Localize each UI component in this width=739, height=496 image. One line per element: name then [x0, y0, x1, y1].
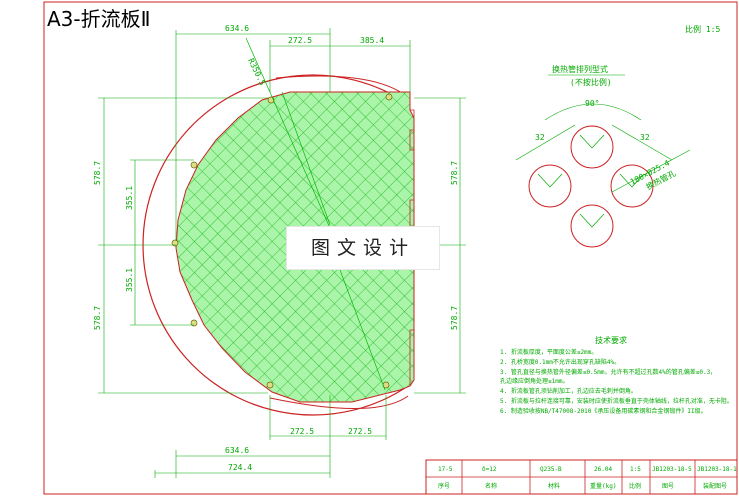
- tb-r1-c3: Q235-B: [540, 466, 562, 473]
- tb-r1-c2: δ=12: [482, 466, 497, 473]
- tie-rod-hole: [385, 93, 393, 101]
- tube-hole-top: [570, 125, 614, 169]
- tie-rod-hole: [171, 239, 179, 247]
- tb-r2-c4: 重量(kg): [590, 482, 616, 490]
- notes-heading: 技术要求: [595, 335, 627, 345]
- baffle-step-edge: [409, 109, 415, 386]
- dim-left-inner-upper: 355.1: [125, 186, 134, 210]
- dim-bottom-272a: 272.5: [290, 427, 314, 436]
- tb-r2-c5: 比例: [629, 482, 641, 490]
- detail-angle: 90°: [585, 99, 599, 108]
- dim-bottom-724: 724.4: [228, 463, 252, 472]
- tb-r2-c6: 图号: [662, 483, 674, 490]
- dim-bottom-272b: 272.5: [348, 427, 372, 436]
- note-4: 4. 折流板管孔须钻削加工，孔边应去毛刺并倒角。: [500, 387, 637, 395]
- watermark-box: 图文设计: [286, 226, 440, 270]
- note-3: 3. 管孔直径与换热管外径偏差≤0.5mm，允许有不超过孔数4%的管孔偏差≤0.…: [500, 368, 716, 376]
- tie-rod-hole: [190, 319, 198, 327]
- dimension-lines: [98, 28, 466, 478]
- shell-arc-bottom: [269, 395, 409, 410]
- dim-left-upper: 578.7: [93, 161, 102, 185]
- tube-layout-detail: 换热管排列型式 (不按比例) 90° 32 32 180×Ø25.4 换热管孔: [515, 64, 691, 248]
- tb-r1-c7: JB1203-18-1: [697, 466, 737, 473]
- watermark-text: 图文设计: [310, 237, 415, 259]
- dim-top-385: 385.4: [360, 36, 384, 45]
- center-lines: [245, 37, 386, 391]
- detail-subheading: (不按比例): [570, 77, 612, 87]
- tb-r1-c5: 1:5: [630, 466, 641, 473]
- note-5: 5. 折流板与拉杆连接可靠，安装时应使折流板垂直于壳体轴线，拉杆孔对准，无卡阻。: [500, 397, 733, 405]
- detail-pitch-right: 32: [640, 133, 650, 142]
- title-block: 17-5 δ=12 Q235-B 26.04 1:5 JB1203-18-5 J…: [425, 459, 738, 495]
- tb-r1-c1: 17-5: [438, 466, 453, 473]
- dim-top-634: 634.6: [225, 24, 249, 33]
- dim-left-inner-lower: 355.1: [125, 268, 134, 292]
- tb-r2-c7: 装配图号: [703, 482, 727, 490]
- tb-r1-c4: 26.04: [594, 466, 612, 473]
- note-6: 6. 制造验收按NB/T47008-2010《承压设备用碳素钢和合金钢锻件》II…: [500, 407, 707, 415]
- dim-diag: R350.5: [246, 57, 267, 87]
- dim-top-272: 272.5: [288, 36, 312, 45]
- drawing-title: A3-折流板Ⅱ: [47, 7, 150, 31]
- scale-label: 比例 1:5: [685, 24, 720, 34]
- dim-right-lower: 578.7: [450, 306, 459, 330]
- detail-heading: 换热管排列型式: [552, 64, 608, 74]
- dim-right-upper: 578.7: [450, 161, 459, 185]
- technical-notes: 技术要求 1. 折流板厚度，平面度公差≤2mm。 2. 孔桥宽度0.1mm不允许…: [500, 335, 733, 415]
- tie-rod-holes: [171, 93, 393, 389]
- drawing-frame: [43, 1, 738, 495]
- dim-left-lower: 578.7: [93, 306, 102, 330]
- tb-r2-c2: 名称: [485, 482, 497, 490]
- dim-bottom-634: 634.6: [225, 446, 249, 455]
- tb-r2-c1: 序号: [438, 482, 450, 490]
- note-2: 2. 孔桥宽度0.1mm不允许出现穿孔缺陷4%。: [500, 358, 620, 366]
- shell-arc-top: [275, 75, 406, 96]
- tb-r2-c3: 材料: [548, 482, 560, 490]
- tie-rod-hole: [266, 381, 274, 389]
- tie-rod-hole: [190, 161, 198, 169]
- tube-hole-left: [528, 164, 572, 208]
- tb-r1-c6: JB1203-18-5: [652, 466, 692, 473]
- note-1: 1. 折流板厚度，平面度公差≤2mm。: [500, 348, 597, 356]
- note-3b: 孔边缘应倒角处理≤1mm。: [500, 377, 568, 385]
- tube-hole-right: [610, 164, 654, 208]
- detail-pitch-left: 32: [535, 133, 545, 142]
- tube-hole-bottom: [570, 204, 614, 248]
